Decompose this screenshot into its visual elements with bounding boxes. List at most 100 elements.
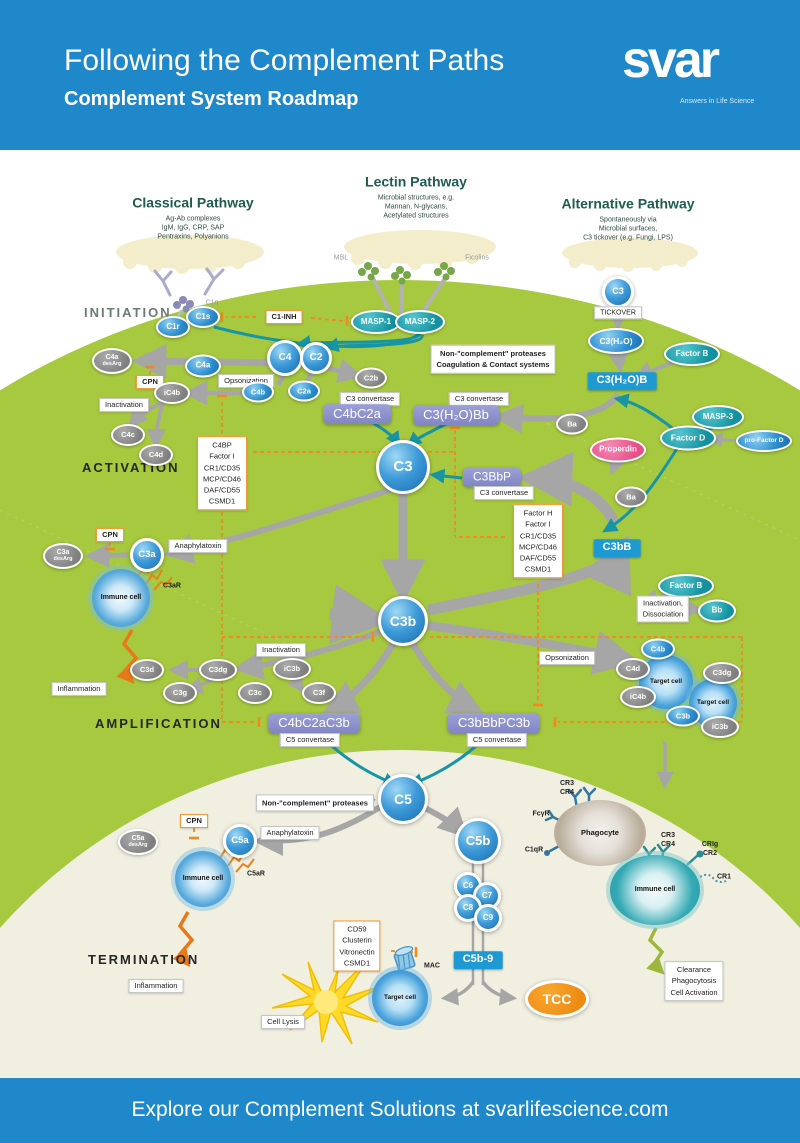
mbl-label: MBL	[333, 254, 349, 262]
lectin-pathway-desc: Microbial structures, e.g. Mannan, N-gly…	[377, 194, 455, 220]
phagocyte-cell: Phagocyte	[554, 800, 646, 866]
header-banner: Following the Complement Paths Complemen…	[0, 0, 800, 150]
box-opsonization-2: Opsonization	[539, 651, 595, 665]
box-inactivation-2: Inactivation	[256, 643, 306, 657]
node-c9: C9	[474, 904, 502, 932]
node-masp1: MASP-1	[351, 310, 401, 334]
node-ba-1: Ba	[556, 413, 588, 435]
node-c3a: C3a	[130, 538, 164, 572]
c5ar-label: C5aR	[247, 870, 265, 878]
node-factor-d: Factor D	[660, 425, 716, 451]
box-c3-convertase-3: C3 convertase	[473, 486, 535, 500]
box-inactivation-dissociation: Inactivation,Dissociation	[636, 595, 690, 623]
mac-pore-icon	[393, 946, 416, 972]
node-c3g: C3g	[163, 682, 197, 704]
box-anaphylatoxin-1: Anaphylatoxin	[168, 539, 228, 553]
box-inflammation-1: Inflammation	[51, 682, 107, 696]
classical-pathway-desc: Ag-Ab complexes IgM, IgG, CRP, SAP Pentr…	[157, 215, 229, 241]
box-c5-convertase-2: C5 convertase	[466, 733, 528, 747]
box-cpn-3: CPN	[180, 814, 208, 828]
cr1-receptor-icon	[699, 873, 727, 883]
alternative-pathway-title: Alternative Pathway	[561, 195, 695, 212]
node-c3dg-2: C3dg	[703, 662, 741, 684]
clearance-wave	[646, 927, 665, 975]
node-c4b: C4b	[242, 381, 274, 403]
inflammation-wave-2	[172, 911, 195, 968]
node-c2a: C2a	[288, 380, 320, 402]
box-inflammation-2: Inflammation	[128, 979, 184, 993]
box-c1-inh: C1-INH	[265, 310, 303, 324]
node-c2: C2	[300, 342, 332, 374]
box-cpn-2: CPN	[96, 528, 124, 542]
immune-cell-3: Immune cell	[610, 855, 700, 925]
node-c3h2o: C3(H₂O)	[588, 328, 644, 354]
c1qr-receptor-icon	[544, 850, 550, 856]
ficolins-label: Ficolins	[465, 254, 489, 262]
lectin-surface-graphic	[344, 230, 496, 318]
box-c3h2ob: C3(H₂O)B	[587, 372, 657, 390]
box-inactivation-1: Inactivation	[99, 398, 149, 412]
node-ic4b-2: iC4b	[620, 686, 656, 708]
cr1-label: CR1	[716, 873, 732, 881]
box-c3bb: C3bB	[593, 539, 641, 557]
node-c3b-target: C3b	[666, 705, 700, 727]
c1q-label: C1q	[205, 299, 219, 307]
cell-lysis-starburst	[271, 961, 383, 1045]
footer-text: Explore our Complement Solutions at svar…	[131, 1098, 669, 1121]
node-tcc: TCC	[525, 980, 589, 1018]
node-c1s: C1s	[186, 306, 220, 328]
phagocyte-receptor-icons	[544, 786, 597, 853]
box-cell-lysis: Cell Lysis	[261, 1015, 305, 1029]
node-c3-tickover: C3	[602, 276, 634, 308]
node-c4b-target: C4b	[641, 638, 675, 660]
crig-receptor-icon	[696, 850, 704, 858]
mac-label: MAC	[424, 962, 440, 970]
section-termination: TERMINATION	[88, 952, 200, 967]
c3ar-label: C3aR	[163, 582, 181, 590]
c1qr-label: C1qR	[524, 846, 544, 854]
box-c4bc2ac3b: C4bC2aC3b	[268, 713, 360, 733]
node-masp3: MASP-3	[692, 405, 744, 429]
node-factor-b-1: Factor B	[664, 342, 720, 366]
alternative-surface-graphic	[562, 238, 698, 272]
box-c4bc2a: C4bC2a	[323, 404, 391, 424]
node-ic4b-1: iC4b	[154, 382, 190, 404]
classical-surface-graphic	[116, 235, 264, 321]
immune-cell-2: Immune cell	[175, 851, 231, 907]
box-tickover: TICKOVER	[594, 306, 642, 320]
node-c2b: C2b	[355, 367, 387, 389]
box-c3-convertase-2: C3 convertase	[448, 392, 510, 406]
node-c4d-1: C4d	[139, 444, 173, 466]
box-c3bbpc3b: C3bBbPC3b	[447, 713, 541, 733]
box-c3bbp: C3BbP	[462, 467, 522, 487]
box-noncomplement-proteases-2: Non-"complement" proteases	[256, 794, 374, 812]
box-clearance: Clearance Phagocytosis Cell Activation	[664, 961, 724, 1001]
box-anaphylatoxin-2: Anaphylatoxin	[260, 826, 320, 840]
page-title: Following the Complement Paths	[64, 44, 505, 77]
node-c3b: C3b	[378, 596, 428, 646]
node-c1r: C1r	[156, 316, 190, 338]
section-amplification: AMPLIFICATION	[95, 716, 222, 731]
target-cell-3: Target cell	[372, 970, 428, 1026]
node-c3: C3	[376, 440, 430, 494]
box-c5-convertase-1: C5 convertase	[279, 733, 341, 747]
node-c4c: C4c	[111, 424, 145, 446]
inflammation-wave-1	[116, 629, 139, 684]
node-c4d-2: C4d	[616, 658, 650, 680]
logo-tagline: Answers in Life Science	[680, 98, 755, 105]
svar-logo: svar	[622, 31, 720, 89]
node-properdin: Properdin	[590, 437, 646, 463]
node-c3d: C3d	[130, 659, 164, 681]
node-c5a: C5a	[223, 824, 257, 858]
node-ic3b-2: iC3b	[701, 716, 739, 738]
fcgr-label: FcγR	[532, 810, 550, 818]
classical-pathway-title: Classical Pathway	[132, 194, 254, 211]
